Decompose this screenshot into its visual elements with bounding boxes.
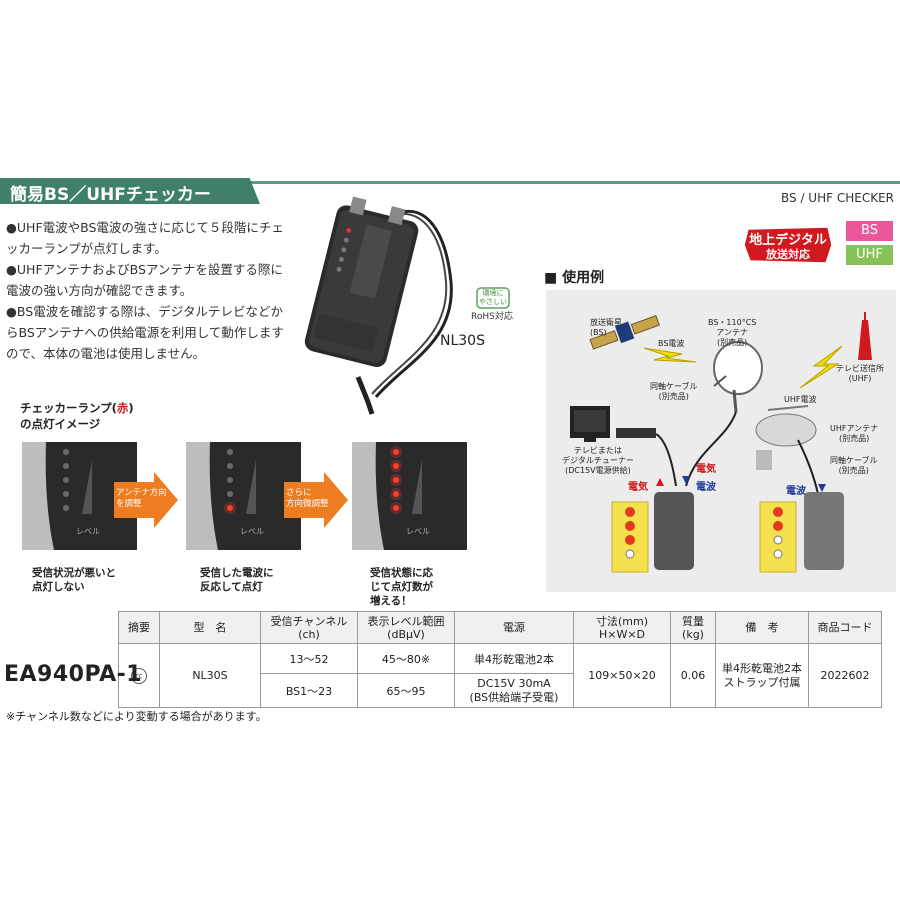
- product-photo: [296, 192, 466, 424]
- lamp-title-post: ): [128, 401, 134, 415]
- terrestrial-digital-badge: 地上デジタル 放送対応: [742, 225, 834, 265]
- eco-line1: 環境に: [482, 289, 504, 297]
- coax-cable-label-2: 同軸ケーブル (別売品): [830, 456, 878, 475]
- feature-item: ●UHF電波やBS電波の強さに応じて５段階にチェッカーランプが点灯します。: [6, 220, 284, 256]
- mass-cell: 0.06: [670, 643, 716, 708]
- header-rule: [0, 181, 900, 184]
- power-label-left: 電気: [628, 482, 648, 493]
- power-cell: DC15V 30mA (BS供給端子受電): [454, 673, 574, 708]
- wave-label-right: 電波: [786, 486, 806, 497]
- level-label: レベル: [240, 527, 264, 536]
- remarks-cell: 単4形乾電池2本 ストラップ付属: [715, 643, 809, 708]
- feature-item: ●BS電波を確認する際は、デジタルテレビなどからBSアンテナへの供給電源を利用し…: [6, 304, 284, 361]
- th-model: 型 名: [159, 611, 261, 644]
- lamp-title-line2: の点灯イメージ: [20, 417, 101, 431]
- arrow-2-label: さらに 方向微調整: [286, 488, 329, 509]
- level-label: レベル: [406, 527, 430, 536]
- channel-cell: BS1～23: [260, 673, 358, 708]
- level-cell: 45～80※: [357, 643, 455, 674]
- arrow-fine-adjust: さらに 方向微調整: [284, 472, 348, 528]
- product-model-label: NL30S: [440, 333, 485, 349]
- level-label: レベル: [76, 527, 100, 536]
- th-code: 商品コード: [808, 611, 882, 644]
- th-mass: 質量 (kg): [670, 611, 716, 644]
- summary-cell: ㏄: [118, 643, 160, 708]
- coax-cable-label: 同軸ケーブル (別売品): [650, 382, 698, 401]
- dtv-badge-line1: 地上デジタル: [749, 233, 827, 248]
- eco-line2: やさしい: [479, 298, 507, 306]
- th-level: 表示レベル範囲 (dBμV): [357, 611, 455, 644]
- tv-tuner-label: テレビまたは デジタルチューナー (DC15V電源供給): [562, 446, 634, 475]
- usage-title: ■ 使用例: [544, 270, 605, 286]
- arrow-adjust-direction: アンテナ方向 を調整: [114, 472, 178, 528]
- feature-list: ●UHF電波やBS電波の強さに応じて５段階にチェッカーランプが点灯します。 ●U…: [6, 217, 286, 364]
- model-cell: NL30S: [159, 643, 261, 708]
- th-power: 電源: [454, 611, 574, 644]
- th-remarks: 備 考: [715, 611, 809, 644]
- code-cell: 2022602: [808, 643, 882, 708]
- power-cell: 単4形乾電池2本: [454, 643, 574, 674]
- lamp-caption-1: 受信状況が悪いと 点灯しない: [32, 567, 116, 593]
- th-channel: 受信チャンネル (ch): [260, 611, 358, 644]
- lamp-panel-3: レベル: [352, 442, 467, 550]
- th-dims: 寸法(mm) H×W×D: [573, 611, 671, 644]
- wave-label: 電波: [696, 482, 716, 493]
- uhf-wave-label: UHF電波: [784, 395, 817, 404]
- eco-friendly-icon: 環境に やさしい: [476, 287, 510, 313]
- header-tab: [0, 178, 260, 204]
- dtv-badge-line2: 放送対応: [766, 248, 810, 261]
- lamp-title-pre: チェッカーランプ(: [20, 401, 117, 415]
- footnote: ※チャンネル数などにより変動する場合があります。: [6, 710, 267, 723]
- bs-antenna-label: BS・110°CS アンテナ (別売品): [708, 318, 757, 347]
- bs-badge: BS: [846, 221, 893, 241]
- uhf-antenna-label: UHFアンテナ (別売品): [830, 424, 879, 443]
- lamp-caption-3: 受信状態に応 じて点灯数が 増える！: [370, 567, 433, 607]
- cc-icon: ㏄: [131, 667, 147, 684]
- page-title: 簡易BS／UHFチェッカー: [10, 185, 211, 205]
- bs-wave-label: BS電波: [658, 339, 685, 348]
- satellite-label: 放送衛星 (BS): [590, 318, 622, 337]
- dims-cell: 109×50×20: [573, 643, 671, 708]
- arrow-1-label: アンテナ方向 を調整: [116, 488, 167, 509]
- catalog-code: EA940PA-1: [4, 662, 143, 687]
- lamp-caption-2: 受信した電波に 反応して点灯: [200, 567, 274, 593]
- lamp-title-red: 赤: [116, 401, 129, 415]
- level-cell: 65～95: [357, 673, 455, 708]
- rohs-label: RoHS対応: [471, 312, 513, 322]
- tower-label: テレビ送信所 (UHF): [836, 364, 884, 383]
- th-summary: 摘要: [118, 611, 160, 644]
- usage-diagram: 放送衛星 (BS) BS電波 BS・110°CS アンテナ (別売品) 同軸ケー…: [546, 290, 896, 592]
- feature-item: ●UHFアンテナおよびBSアンテナを設置する際に電波の強い方向が確認できます。: [6, 262, 283, 298]
- spec-table: 摘要 型 名 受信チャンネル (ch) 表示レベル範囲 (dBμV) 電源 寸法…: [118, 611, 882, 708]
- lamp-image-title: チェッカーランプ(赤) の点灯イメージ: [20, 400, 134, 432]
- lamp-panel-2: レベル: [186, 442, 301, 550]
- channel-cell: 13～52: [260, 643, 358, 674]
- page-subtitle: BS / UHF CHECKER: [781, 191, 894, 205]
- uhf-badge: UHF: [846, 245, 893, 265]
- power-label: 電気: [696, 464, 716, 475]
